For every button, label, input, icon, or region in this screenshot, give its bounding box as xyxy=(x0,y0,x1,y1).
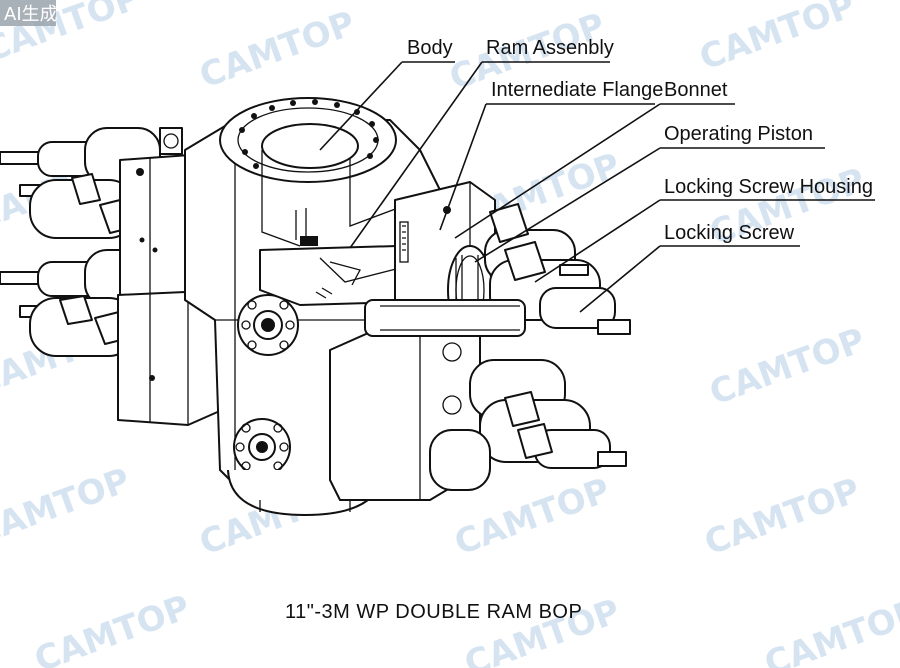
leader-locking-screw xyxy=(579,245,800,313)
part-labels: Body Ram Assenbly Internediate Flange Bo… xyxy=(407,37,873,244)
label-locking-screw-housing: Locking Screw Housing xyxy=(664,176,873,198)
label-body: Body xyxy=(407,37,453,59)
leader-lines xyxy=(319,61,875,313)
leader-locking-screw-housing xyxy=(534,199,875,283)
leader-intermediate-flange xyxy=(439,103,655,231)
watermark-text: CAMTOP xyxy=(694,0,860,78)
label-operating-piston: Operating Piston xyxy=(664,123,813,145)
leader-operating-piston xyxy=(474,147,825,263)
label-bonnet: Bonnet xyxy=(664,79,728,101)
bop-drawing xyxy=(0,61,875,516)
leader-bonnet xyxy=(454,103,735,239)
label-ram-assembly: Ram Assenbly xyxy=(486,37,614,59)
watermark-text: CAMTOP xyxy=(29,587,195,668)
watermark-text: CAMTOP xyxy=(194,3,360,96)
watermark-text: CAMTOP xyxy=(759,591,900,668)
diagram-caption: 11"-3M WP DOUBLE RAM BOP xyxy=(285,601,582,623)
leader-body xyxy=(319,61,455,151)
leader-ram-assembly xyxy=(349,61,610,249)
side-flange-upper xyxy=(237,294,299,356)
label-intermediate-flange: Internediate Flange xyxy=(491,79,663,101)
side-flange-lower xyxy=(233,418,291,476)
ai-generated-badge: AI生成 xyxy=(0,0,58,26)
top-flange xyxy=(219,97,399,247)
watermark-text: CAMTOP xyxy=(699,470,865,563)
badge-text: AI生成 xyxy=(4,4,58,25)
lower-right-cylinders xyxy=(429,359,627,491)
label-locking-screw: Locking Screw xyxy=(664,222,795,244)
watermark-text: CAMTOP xyxy=(704,320,870,413)
watermark-text: CAMTOP xyxy=(0,460,135,553)
